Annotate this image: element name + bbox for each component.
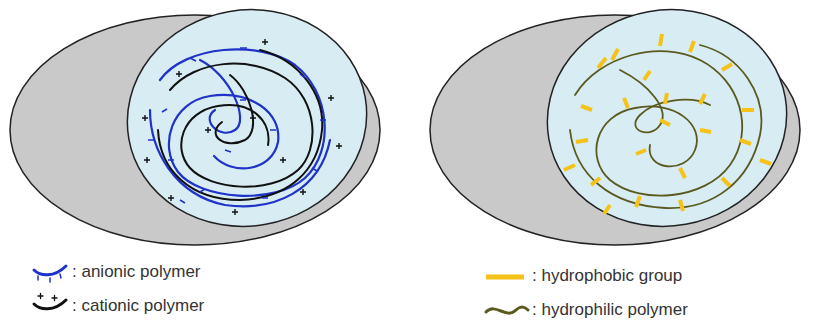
legend-sample — [486, 307, 528, 313]
positive-charges — [142, 39, 342, 215]
legend-sample — [38, 274, 61, 282]
legend-sample — [486, 275, 524, 280]
inner-ellipse — [530, 0, 804, 245]
legend-sample — [38, 294, 57, 301]
legend-text: : hydrophilic polymer — [532, 300, 688, 320]
legend-text: : anionic polymer — [72, 262, 201, 282]
legend-text: : hydrophobic group — [532, 266, 682, 286]
hydrophobic-groups — [564, 34, 771, 214]
legend-sample — [34, 266, 66, 275]
inner-ellipse — [110, 0, 384, 245]
legend-sample — [34, 300, 66, 309]
legend-text: : cationic polymer — [72, 296, 204, 316]
negative-charges — [148, 48, 326, 203]
hydrophilic-chains — [570, 45, 761, 208]
polymer-chains — [150, 49, 330, 206]
